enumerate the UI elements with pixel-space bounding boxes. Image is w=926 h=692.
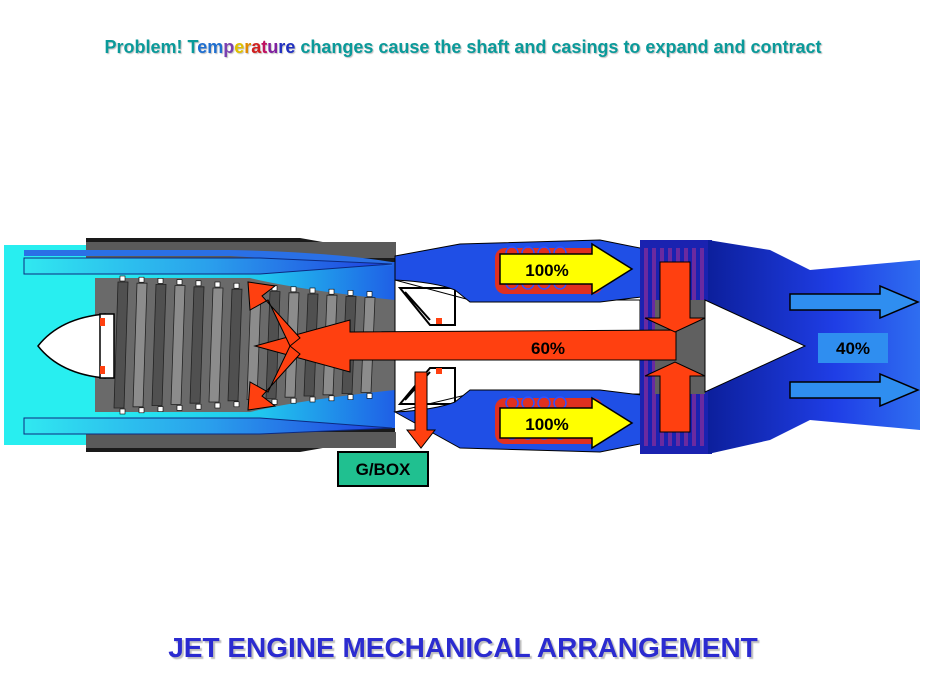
temperature-letter: u	[267, 37, 279, 57]
blade-tip	[119, 408, 126, 415]
temperature-letter: p	[223, 37, 235, 57]
blade-tip	[233, 401, 240, 408]
problem-statement: Problem! Temperature changes cause the s…	[0, 37, 926, 58]
bearing-frame-top	[397, 287, 456, 326]
temperature-word: Temperature	[188, 37, 296, 57]
heat-arrow-down	[247, 345, 301, 411]
temperature-letter: e	[234, 37, 245, 57]
blade-tip	[347, 394, 354, 400]
blade-tip	[366, 291, 373, 297]
compressor-blade	[132, 282, 148, 408]
blade-tip	[138, 276, 145, 283]
temperature-letter: e	[197, 37, 208, 57]
temperature-letter: m	[207, 37, 224, 57]
blade-tip	[176, 279, 183, 285]
bypass-duct-top	[24, 250, 392, 266]
gearbox-box	[337, 451, 429, 487]
blade-tip	[176, 405, 183, 411]
combustor-arrow-bottom	[499, 396, 634, 450]
blade-tip	[233, 282, 240, 289]
compressor-drum	[95, 278, 395, 412]
blade-tip	[328, 288, 335, 295]
blade-tip	[119, 275, 126, 282]
combustor-arrow-top	[499, 242, 634, 296]
combustor-top-label: 100%	[525, 261, 568, 280]
blade-tip	[195, 280, 202, 287]
combustor-bottom-label: 100%	[525, 415, 568, 434]
blade-tip	[309, 396, 316, 403]
shaft-label: 60%	[531, 339, 565, 358]
problem-prefix: Problem!	[104, 37, 188, 57]
blade-tip	[214, 281, 221, 288]
blade-tip	[271, 399, 278, 405]
temperature-letter: a	[251, 37, 262, 57]
blade-tip	[328, 395, 335, 402]
bypass-arrow-top	[23, 257, 393, 275]
gearbox-drive-arrow	[405, 371, 437, 449]
temperature-letter: r	[244, 37, 252, 57]
compressor-blade	[208, 287, 224, 403]
blade-tip	[157, 406, 164, 412]
heat-arrow-up	[247, 281, 301, 347]
compressor-blade	[170, 285, 186, 405]
compressor-blade	[113, 281, 129, 409]
temperature-letter: e	[285, 37, 296, 57]
blade-tip	[290, 397, 297, 404]
turbine-heat-arrow-bottom	[644, 361, 706, 433]
exhaust-label-box	[818, 333, 888, 363]
exhaust-arrow-top	[789, 284, 920, 320]
blade-tip	[366, 393, 373, 399]
exhaust-cone	[704, 299, 807, 393]
blade-tip	[214, 402, 221, 409]
page-title: JET ENGINE MECHANICAL ARRANGEMENT	[168, 632, 758, 663]
compressor-blade	[189, 286, 205, 404]
blade-tip	[195, 403, 202, 410]
blade-tip	[157, 278, 164, 284]
turbine-heat-arrow-top	[644, 261, 706, 333]
blade-tip	[138, 407, 145, 414]
blade-tip	[347, 290, 354, 296]
gearbox-label: G/BOX	[356, 460, 411, 479]
exhaust-arrow-bottom	[789, 372, 920, 408]
blade-tip	[290, 286, 297, 293]
compressor-blade	[151, 284, 167, 406]
exhaust-label: 40%	[836, 339, 870, 358]
temperature-letter: r	[278, 37, 286, 57]
problem-suffix: changes cause the shaft and casings to e…	[295, 37, 822, 57]
temperature-letter: t	[261, 37, 268, 57]
shaft-heat-arrow	[253, 319, 677, 373]
bypass-arrow-bottom	[23, 417, 393, 435]
temperature-letter: T	[187, 37, 198, 57]
blade-tip	[309, 287, 316, 294]
compressor-blade	[227, 288, 243, 402]
